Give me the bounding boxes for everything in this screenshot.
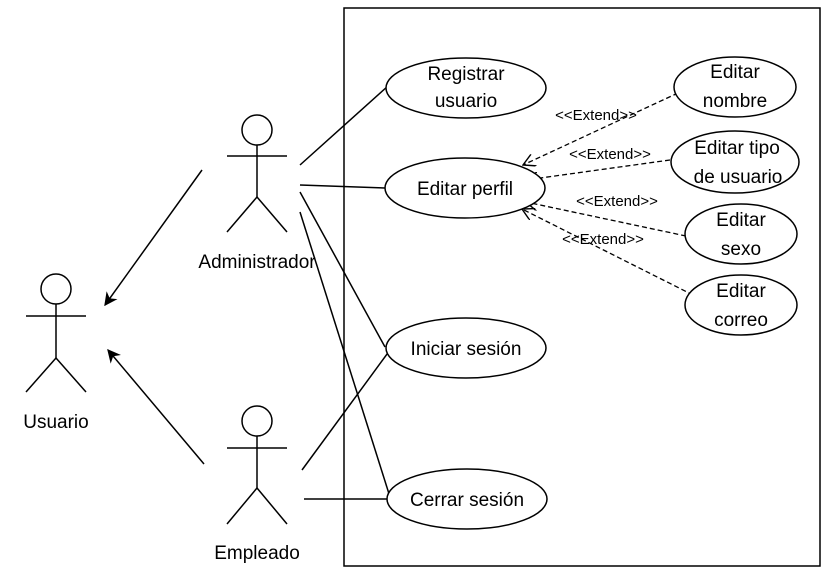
extend-sexo [526,202,687,237]
use-case-cerrar-sesion: Cerrar sesión [386,468,548,530]
use-case-editar-tipo-usuario: Editar tipo de usuario [670,130,800,194]
generalization-administrador-usuario [104,169,203,307]
generalization-empleado-usuario [107,348,205,465]
use-case-editar-perfil-line1: Editar perfil [417,179,513,200]
use-case-iniciar-sesion: Iniciar sesión [385,317,547,379]
actor-administrador [226,114,288,233]
actor-empleado [226,405,288,525]
use-case-editar-nombre: Editar nombre [673,56,797,118]
use-case-registrar-usuario: Registrar usuario [385,57,547,119]
use-case-editar-nombre-line2: nombre [703,91,767,112]
use-case-editar-sexo: Editar sexo [684,203,798,265]
extend-label-tipo-usuario: <<Extend>> [569,146,651,163]
use-case-registrar-usuario-line1: Registrar [427,64,505,85]
use-case-cerrar-sesion-line1: Cerrar sesión [410,490,524,511]
extend-tipo-usuario [526,159,671,180]
association-empleado-iniciar [301,349,391,471]
use-case-editar-tipo-usuario-line2: de usuario [694,167,783,188]
extend-label-sexo: <<Extend>> [576,193,658,210]
actor-usuario-label: Usuario [23,412,88,433]
use-case-registrar-usuario-line2: usuario [435,91,497,112]
association-admin-cerrar [299,211,391,498]
use-case-editar-perfil: Editar perfil [384,157,546,219]
association-admin-registrar [299,85,389,166]
actor-empleado-label: Empleado [214,543,300,564]
use-case-editar-nombre-line1: Editar [710,62,760,83]
use-case-editar-correo-line1: Editar [716,281,766,302]
use-case-editar-correo-line2: correo [714,310,768,331]
actor-administrador-label: Administrador [198,252,316,273]
use-case-editar-sexo-line2: sexo [721,239,761,260]
extend-nombre [523,92,679,165]
actor-usuario [25,273,87,393]
association-admin-iniciar [299,191,386,348]
use-case-editar-correo: Editar correo [684,274,798,336]
association-admin-editar [299,184,386,189]
use-case-editar-sexo-line1: Editar [716,210,766,231]
use-case-iniciar-sesion-line1: Iniciar sesión [411,339,522,360]
extend-label-correo: <<Extend>> [562,231,644,248]
extend-label-nombre: <<Extend>> [555,107,637,124]
use-case-editar-tipo-usuario-line1: Editar tipo [694,138,780,159]
extend-correo [522,209,694,296]
system-boundary [343,7,821,567]
